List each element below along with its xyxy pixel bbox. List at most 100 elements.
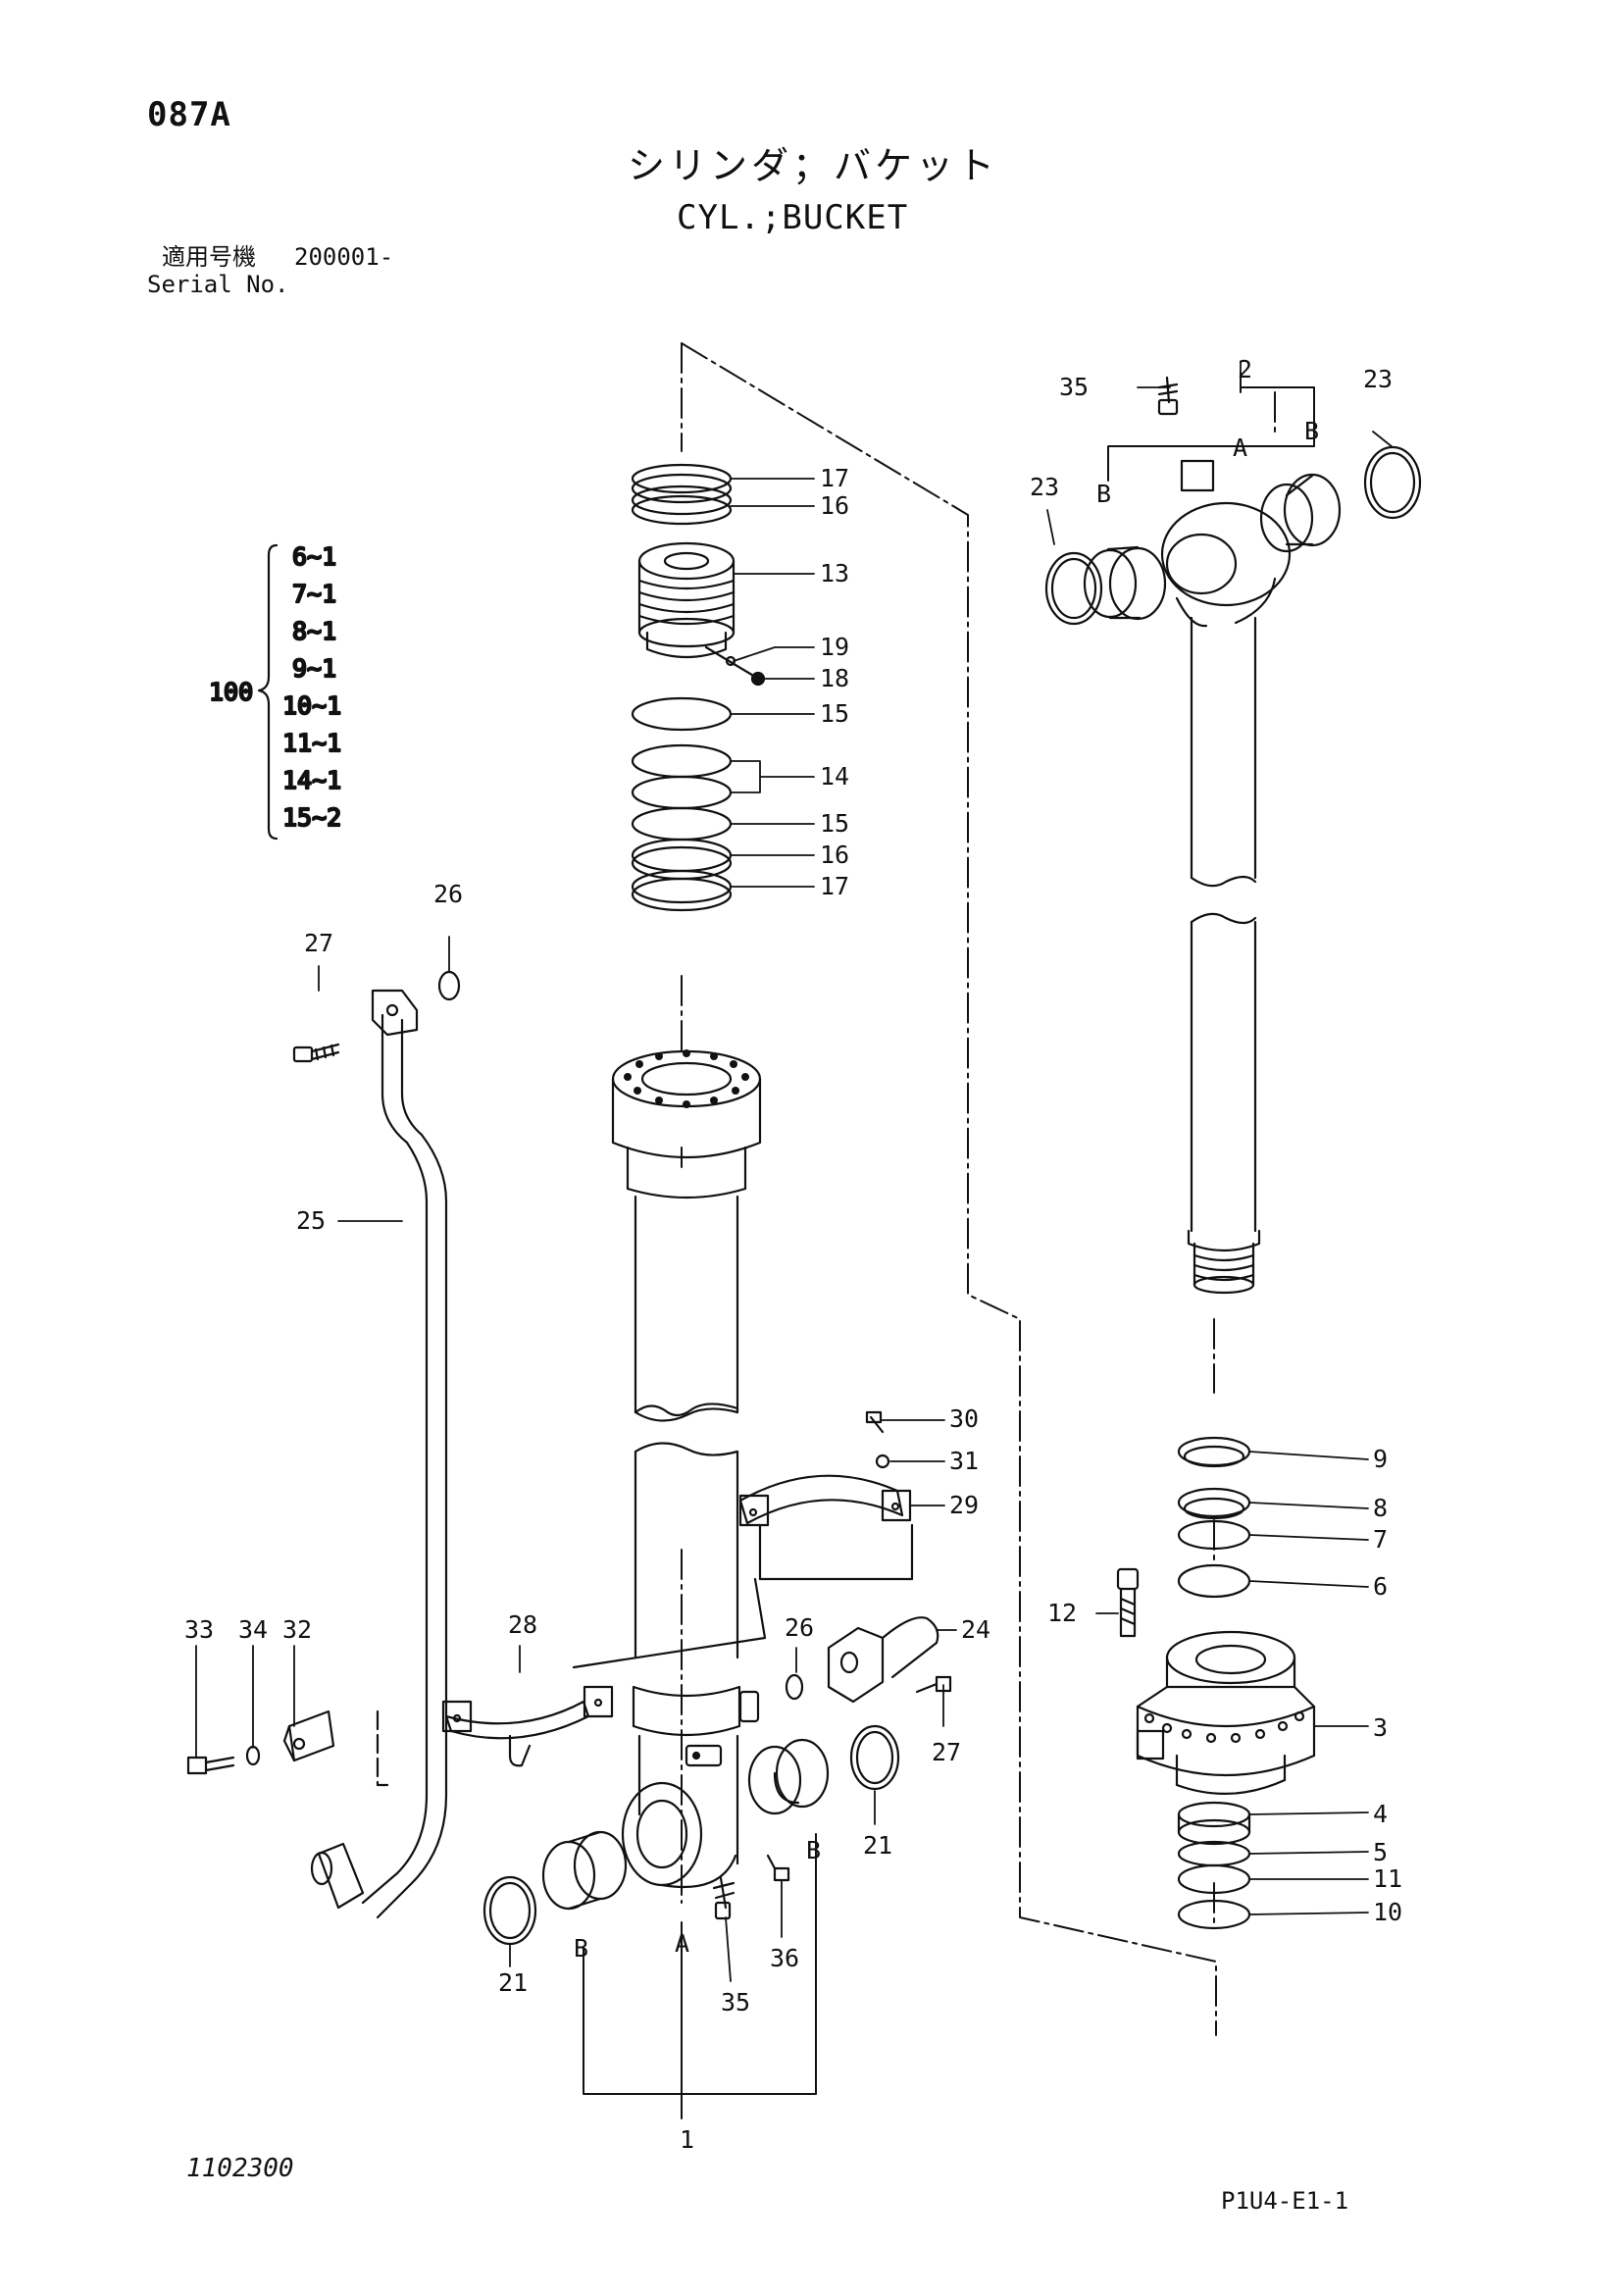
pipe-25: [310, 989, 448, 1919]
piston-rod: [1157, 376, 1292, 1295]
rod-eye-boss: [1180, 459, 1215, 492]
callout-24: 24: [961, 1615, 990, 1644]
head-bushings: [482, 1724, 900, 1946]
callout-32: 32: [282, 1615, 312, 1644]
callout-labels: 1 2 3 4 5 6 7 8 9 10 11 12 13 14 15 15 1…: [184, 355, 1402, 2154]
callout-4: 4: [1373, 1800, 1388, 1828]
bushing-b-right: [775, 1738, 830, 1809]
kit-brace: [257, 543, 279, 841]
bolt-12: [1116, 1567, 1140, 1638]
callout-36: 36: [770, 1944, 799, 1972]
callout-14: 14: [820, 762, 849, 791]
dust-seal-21: [482, 1875, 537, 1946]
callout-1: 1: [680, 2125, 694, 2154]
callout-19: 19: [820, 633, 849, 661]
callout-16: 16: [820, 841, 849, 869]
rod-bushings: [1044, 445, 1422, 626]
o-ring-6: [1177, 1563, 1251, 1599]
bushing-b-rod-left: [1108, 546, 1167, 621]
mark-b-lower-left: B: [574, 1934, 588, 1963]
callout-31: 31: [949, 1447, 979, 1475]
kit-100-group: 100 6~1 7~1 8~1 9~1 10~1 11~1 14~1 15~2: [208, 541, 342, 841]
kit-item: 14~1: [282, 766, 341, 794]
seal-ring-16b: [631, 838, 733, 873]
callout-23: 23: [1030, 473, 1059, 501]
callout-25: 25: [296, 1206, 326, 1235]
callout-30: 30: [949, 1404, 979, 1433]
bolt-27-lower: [915, 1675, 952, 1694]
kit-item: 9~1: [292, 654, 336, 683]
callout-35: 35: [721, 1988, 750, 2016]
callout-15: 15: [820, 809, 849, 838]
clamp-28: [441, 1577, 767, 1767]
callout-34: 34: [238, 1615, 268, 1644]
buffer-ring-5: [1177, 1840, 1251, 1867]
rod-cover-3: [1136, 1630, 1316, 1795]
callout-27: 27: [932, 1738, 961, 1766]
seal-ring-16: [631, 485, 733, 516]
block-32: [282, 1709, 335, 1762]
callout-13: 13: [820, 559, 849, 587]
callout-35: 35: [1059, 373, 1089, 401]
dust-seal-23-left: [1044, 551, 1103, 626]
mark-a-upper: A: [1233, 434, 1247, 462]
callout-5: 5: [1373, 1838, 1388, 1866]
mark-a-lower: A: [675, 1929, 689, 1958]
wear-ring-17b: [631, 869, 733, 904]
serial-label-japanese: 適用号機: [162, 243, 256, 271]
callout-33: 33: [184, 1615, 214, 1644]
callout-27: 27: [304, 929, 333, 957]
kit-item: 11~1: [282, 729, 341, 757]
o-ring-15b: [631, 806, 733, 842]
kit-item: 15~2: [282, 803, 341, 832]
kit-item: 8~1: [292, 617, 336, 645]
bolt-27-upper: [292, 1043, 340, 1063]
o-ring-15: [631, 696, 733, 732]
callout-8: 8: [1373, 1494, 1388, 1522]
callout-16: 16: [820, 491, 849, 520]
clamp-29: [738, 1474, 914, 1581]
o-ring-26-upper: [437, 970, 461, 1001]
callout-21: 21: [863, 1831, 892, 1860]
bushing-b-left: [541, 1840, 596, 1911]
adapter-24: [827, 1616, 939, 1704]
bolt-30: [865, 1410, 885, 1434]
mark-b-upper-left: B: [1096, 480, 1111, 508]
callout-26: 26: [785, 1613, 814, 1642]
callout-21: 21: [498, 1968, 528, 1997]
dust-seal-23-right: [1363, 445, 1422, 520]
serial-label-english: Serial No.: [147, 271, 289, 298]
callout-29: 29: [949, 1491, 979, 1519]
callout-11: 11: [1373, 1864, 1402, 1893]
callout-15: 15: [820, 699, 849, 728]
callout-17: 17: [820, 872, 849, 900]
callout-23: 23: [1363, 365, 1393, 393]
set-screw-18: [750, 671, 766, 687]
grease-nipple-35-lower: [712, 1876, 736, 1920]
rod-seals: [1177, 1436, 1251, 1599]
mark-b-lower-right: B: [806, 1836, 821, 1864]
callout-2: 2: [1238, 355, 1252, 383]
dust-seal-21b: [849, 1724, 900, 1791]
callout-7: 7: [1373, 1525, 1388, 1554]
ab-bracket-lines: [583, 372, 1315, 2119]
title-english: CYL.;BUCKET: [677, 198, 909, 237]
kit-item: 6~1: [292, 542, 336, 571]
kit-item: 10~1: [282, 691, 341, 720]
bolt-33: [186, 1756, 235, 1775]
kit-item: 7~1: [292, 580, 336, 608]
mark-b-upper-right: B: [1304, 417, 1319, 445]
callout-3: 3: [1373, 1713, 1388, 1742]
callout-26: 26: [433, 880, 463, 908]
leader-lines: [195, 362, 1394, 1982]
callout-9: 9: [1373, 1445, 1388, 1473]
bolt-36: [766, 1854, 790, 1882]
sheet-code: P1U4-E1-1: [1221, 2187, 1349, 2215]
pipe-25-elbow-top: [371, 989, 419, 1037]
drawing-number: 1102300: [186, 2154, 294, 2183]
title-japanese: シリンダ；バケット: [628, 144, 999, 187]
washer-34: [245, 1745, 261, 1766]
callout-6: 6: [1373, 1572, 1388, 1601]
page-id: 087A: [147, 95, 231, 134]
